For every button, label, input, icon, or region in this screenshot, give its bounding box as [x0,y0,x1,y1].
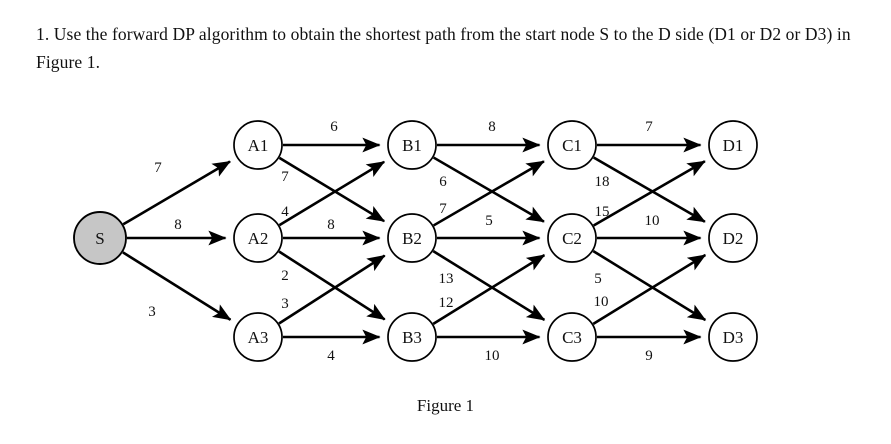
edge-weight-c1-d1: 7 [645,119,653,135]
edge-weight-c1-d2: 18 [595,174,610,190]
node-label-b2: B2 [402,229,422,248]
edge-weights-layer: 7 8 3 6 7 4 8 2 3 4 8 6 7 5 13 12 10 7 18 15 10 5 10 9 [148,119,659,364]
node-c3: C3 [547,312,597,362]
edge-a2-to-b1 [278,160,386,227]
edge-weight-s-a1: 7 [154,160,162,176]
node-d2: D2 [708,213,758,263]
node-a1: A1 [233,120,283,170]
node-d3: D3 [708,312,758,362]
edge-c2-to-d3 [592,249,707,322]
edge-weight-a3-b2: 3 [281,296,289,312]
node-circle-d2 [708,213,758,263]
edge-weight-b1-c1: 8 [488,119,496,135]
node-label-a2: A2 [248,229,269,248]
node-label-d2: D2 [723,229,744,248]
node-circle-c3 [547,312,597,362]
edge-weight-c3-d3: 9 [645,348,653,364]
node-circle-s [73,211,127,265]
node-circle-c1 [547,120,597,170]
node-label-d3: D3 [723,328,744,347]
edge-s-to-a3 [122,251,232,321]
node-circle-a3 [233,312,283,362]
edge-b2-to-c1 [432,160,545,227]
edges-layer [122,137,707,345]
edge-b1-to-c2 [432,156,545,223]
node-circle-d3 [708,312,758,362]
node-label-d1: D1 [723,136,744,155]
node-b2: B2 [387,213,437,263]
edge-weight-a2-b2: 8 [327,217,335,233]
node-label-c3: C3 [562,328,582,347]
node-b1: B1 [387,120,437,170]
node-circle-c2 [547,213,597,263]
node-circle-b2 [387,213,437,263]
node-c2: C2 [547,213,597,263]
edge-weight-b3-c3: 10 [485,348,500,364]
edge-b3-to-c2 [432,253,546,325]
node-circle-b3 [387,312,437,362]
edge-weight-b2-c3: 13 [439,271,454,287]
node-label-a3: A3 [248,328,269,347]
edge-weight-a1-b2: 7 [281,169,289,185]
node-circle-a2 [233,213,283,263]
node-b3: B3 [387,312,437,362]
question-text: 1. Use the forward DP algorithm to obtai… [36,24,851,73]
node-circle-a1 [233,120,283,170]
edge-weight-s-a3: 3 [148,304,156,320]
node-d1: D1 [708,120,758,170]
edge-weight-a3-b3: 4 [327,348,335,364]
edge-weight-a1-b1: 6 [330,119,338,135]
node-s: S [73,211,127,265]
node-label-c1: C1 [562,136,582,155]
node-a2: A2 [233,213,283,263]
edge-c1-to-d2 [592,156,706,223]
edge-weight-b2-c1: 7 [439,201,447,217]
node-label-b1: B1 [402,136,422,155]
edge-weight-a2-b3: 2 [281,268,289,284]
edge-weight-b1-c2: 6 [439,174,447,190]
edge-a3-to-b2 [278,254,386,325]
edge-a1-to-b2 [278,156,386,223]
node-circle-b1 [387,120,437,170]
edge-weight-b3-c2: 12 [439,295,454,311]
edge-a2-to-b3 [278,250,386,321]
edge-weight-s-a2: 8 [174,217,182,233]
edge-weight-a2-b1: 4 [281,204,289,220]
figure-caption: Figure 1 [416,396,475,415]
node-label-c2: C2 [562,229,582,248]
edge-s-to-a1 [122,160,231,226]
node-label-b3: B3 [402,328,422,347]
edge-b2-to-c3 [432,250,546,322]
node-label-a1: A1 [248,136,269,155]
edge-weight-b2-c2: 5 [485,213,493,229]
edge-weight-c3-d2: 10 [594,294,609,310]
edge-weight-c2-d1: 15 [595,204,610,220]
node-label-s: S [95,229,104,248]
node-a3: A3 [233,312,283,362]
edge-weight-c2-d3: 5 [594,271,602,287]
edge-weight-c2-d2: 10 [645,213,660,229]
node-c1: C1 [547,120,597,170]
node-circle-d1 [708,120,758,170]
edge-c2-to-d1 [592,160,706,227]
edge-c3-to-d2 [592,253,707,326]
